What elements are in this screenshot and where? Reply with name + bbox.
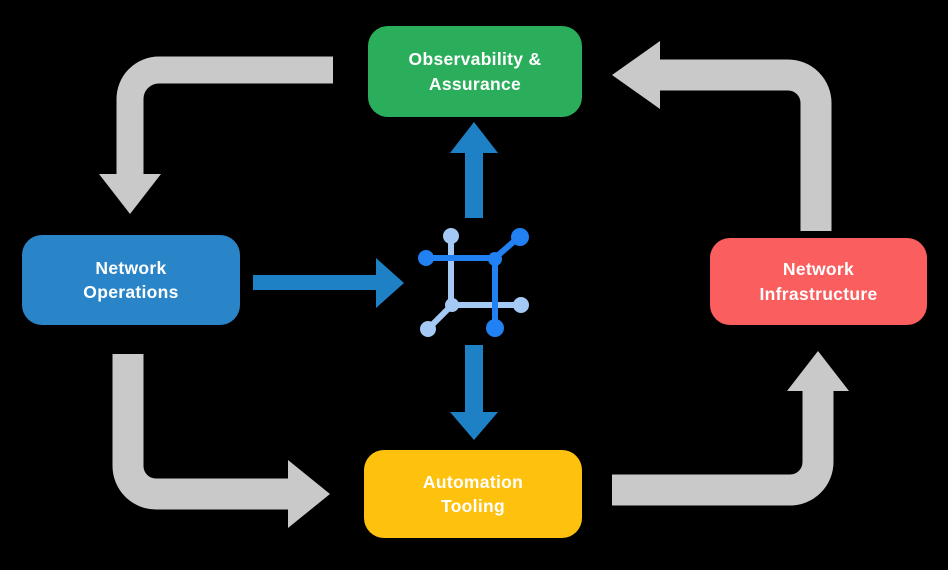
- network-mesh-icon-dark-nodes: [418, 228, 529, 337]
- arrow-operations-to-center: [253, 258, 404, 308]
- node-automation-tooling-label: Automation Tooling: [422, 471, 524, 516]
- arrow-automation-to-infrastructure: [612, 351, 849, 506]
- node-network-operations: Network Operations: [22, 235, 240, 325]
- network-mesh-icon: [418, 228, 529, 337]
- arrow-center-to-observability: [450, 122, 498, 218]
- node-observability-assurance-label: Observability & Assurance: [408, 49, 542, 94]
- node-network-infrastructure: Network Infrastructure: [710, 238, 927, 325]
- network-mesh-icon-light-nodes: [420, 228, 529, 337]
- arrow-infrastructure-to-observability: [612, 41, 832, 231]
- node-observability-assurance: Observability & Assurance: [368, 26, 582, 117]
- arrow-center-to-automation: [450, 345, 498, 440]
- arrow-operations-to-automation: [112, 354, 330, 528]
- node-network-infrastructure-label: Network Infrastructure: [759, 259, 878, 304]
- node-automation-tooling: Automation Tooling: [364, 450, 582, 538]
- node-network-operations-label: Network Operations: [83, 257, 179, 302]
- arrow-observability-to-operations: [99, 56, 333, 214]
